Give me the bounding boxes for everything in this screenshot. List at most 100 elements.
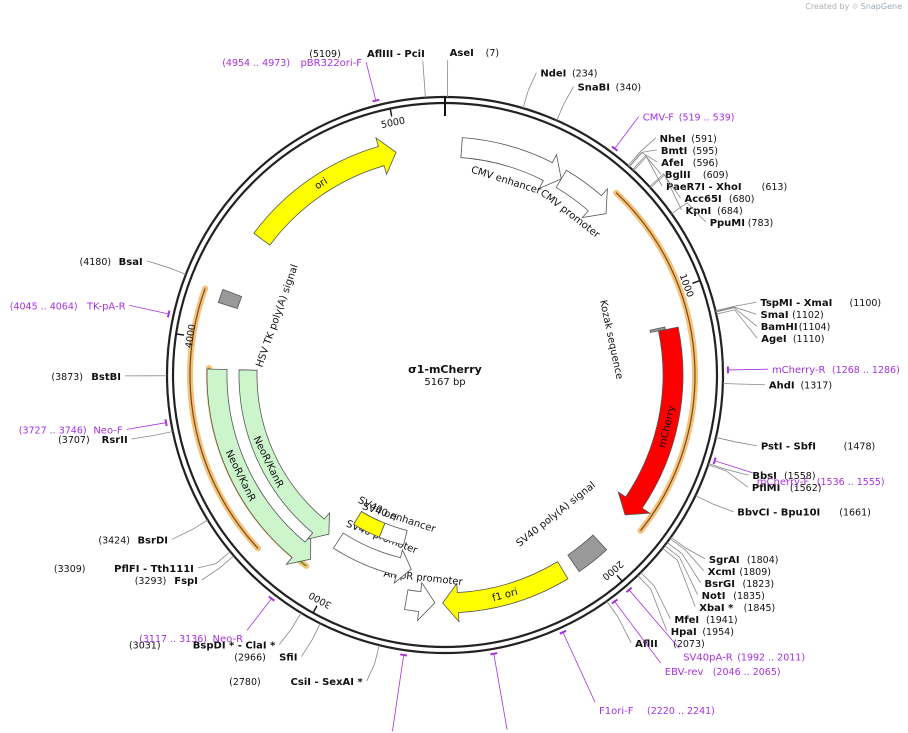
site-leader bbox=[279, 612, 302, 645]
primer-leader bbox=[628, 589, 680, 649]
scale-tick bbox=[692, 279, 701, 284]
site-name: SmaI bbox=[761, 310, 789, 321]
restriction-site: AflII(2073) bbox=[635, 639, 705, 650]
primer: Neo-R (3117 .. 3136) bbox=[139, 634, 243, 645]
restriction-site: SnaBI(340) bbox=[578, 83, 642, 94]
site-position: (3424) bbox=[98, 535, 130, 546]
site-name: FspI bbox=[174, 576, 198, 587]
primer: mCherry-F(1536 .. 1555) bbox=[757, 477, 885, 488]
primer-position: (4954 .. 4973) bbox=[222, 58, 290, 69]
restriction-site: AhdI(1317) bbox=[769, 381, 832, 392]
site-position: (3293) bbox=[135, 576, 167, 587]
restriction-site: SmaI(1102) bbox=[761, 310, 824, 321]
restriction-site: XbaI *(1845) bbox=[699, 603, 775, 614]
site-leader bbox=[301, 623, 321, 657]
primer-leader bbox=[493, 653, 508, 730]
site-name: AflIII - PciI bbox=[367, 49, 425, 60]
feature-arrow bbox=[206, 368, 312, 565]
site-position: (1558) bbox=[784, 471, 816, 482]
restriction-site: BamHI(1104) bbox=[761, 322, 831, 333]
site-position: (3873) bbox=[51, 372, 83, 383]
scale-tick-label: 5000 bbox=[380, 115, 406, 131]
site-name: Acc65I bbox=[684, 194, 721, 205]
site-name: AgeI bbox=[761, 334, 786, 345]
primer-position: (3727 .. 3746) bbox=[19, 425, 87, 436]
feature-arrow bbox=[253, 136, 397, 246]
restriction-site: NotI(1835) bbox=[702, 591, 765, 602]
primer-leader bbox=[126, 422, 167, 430]
primer-position: (3117 .. 3136) bbox=[139, 634, 207, 645]
primer-position: (2046 .. 2065) bbox=[713, 667, 781, 678]
primer-layer: pBR322ori-F(4954 .. 4973)CMV-F(519 .. 53… bbox=[10, 58, 900, 732]
primer-leader bbox=[365, 61, 377, 101]
primer-name: Neo-R bbox=[213, 634, 244, 645]
site-position: (609) bbox=[703, 170, 729, 181]
restriction-site: MfeI(1941) bbox=[674, 615, 737, 626]
site-position: (2073) bbox=[673, 639, 705, 650]
site-leader bbox=[637, 575, 668, 631]
scale-tick bbox=[389, 108, 393, 117]
site-name: BbsI bbox=[752, 471, 776, 482]
restriction-site: XcmI(1809) bbox=[708, 567, 771, 578]
site-name: BsaI bbox=[119, 257, 143, 268]
site-position: (5109) bbox=[309, 49, 341, 60]
restriction-site: SfiI(2966) bbox=[234, 653, 297, 664]
restriction-site: PflFI - Tth111I(3309) bbox=[54, 564, 194, 575]
site-position: (1104) bbox=[799, 322, 831, 333]
primer-position: (4045 .. 4064) bbox=[10, 301, 78, 312]
scale-tick bbox=[616, 574, 623, 582]
site-position: (1100) bbox=[850, 298, 882, 309]
site-position: (2780) bbox=[229, 677, 261, 688]
primer-leader bbox=[714, 460, 753, 474]
site-leader bbox=[522, 72, 537, 109]
primer-marker bbox=[712, 457, 717, 465]
primer-marker bbox=[268, 595, 275, 602]
restriction-site: AfeI(596) bbox=[661, 158, 718, 169]
site-leader bbox=[708, 463, 749, 476]
site-name: TspMI - XmaI bbox=[760, 298, 832, 309]
site-name: PstI - SbfI bbox=[761, 442, 816, 453]
feature-arrow bbox=[404, 581, 436, 622]
restriction-site: PflMI(1562) bbox=[752, 483, 822, 494]
primer-position: (1536 .. 1555) bbox=[817, 477, 885, 488]
site-leader bbox=[669, 538, 705, 572]
site-name: AseI bbox=[450, 48, 474, 59]
primer-name: pBR322ori-F bbox=[300, 58, 362, 69]
primer: Neo-F(3727 .. 3746) bbox=[19, 425, 123, 436]
restriction-site: BsrDI(3424) bbox=[98, 535, 168, 546]
restriction-site-layer: NdeI(234)SnaBI(340)NheI(591)BmtI(595)Afe… bbox=[51, 48, 881, 688]
restriction-site: AseI(7) bbox=[450, 48, 499, 59]
site-leader bbox=[695, 495, 734, 513]
site-position: (1804) bbox=[747, 555, 779, 566]
site-leader bbox=[715, 301, 757, 312]
site-leader bbox=[671, 202, 706, 223]
site-leader bbox=[422, 60, 426, 98]
site-position: (680) bbox=[729, 194, 755, 205]
primer-name: SV40pA-R bbox=[683, 652, 732, 663]
restriction-site: CsiI - SexAI *(2780) bbox=[229, 677, 363, 688]
site-leader bbox=[131, 431, 173, 440]
site-name: NheI bbox=[660, 134, 686, 145]
site-leader bbox=[707, 464, 749, 488]
feature-label: SV40 poly(A) signal bbox=[515, 480, 598, 549]
primer-leader bbox=[614, 601, 662, 664]
site-name: NotI bbox=[702, 591, 726, 602]
restriction-site: PpuMI(783) bbox=[710, 218, 774, 229]
restriction-site: BbvCI - Bpu10I(1661) bbox=[737, 508, 871, 519]
site-position: (1110) bbox=[793, 334, 825, 345]
primer-name: F1ori-F bbox=[599, 706, 634, 717]
restriction-site: SgrAI(1804) bbox=[709, 555, 779, 566]
site-name: MfeI bbox=[674, 615, 699, 626]
primer: TK-pA-R(4045 .. 4064) bbox=[10, 301, 126, 312]
restriction-site: PaeR7I - XhoI(613) bbox=[666, 182, 787, 193]
restriction-site: BglII(609) bbox=[665, 170, 729, 181]
orf-line bbox=[615, 192, 696, 532]
site-name: XcmI bbox=[708, 567, 736, 578]
restriction-site: BstBI(3873) bbox=[51, 372, 121, 383]
feature-arrow bbox=[649, 326, 666, 333]
site-leader bbox=[171, 519, 209, 540]
restriction-site: BmtI(595) bbox=[661, 146, 718, 157]
plasmid-backbone bbox=[165, 95, 725, 655]
restriction-site: TspMI - XmaI (1100) bbox=[760, 298, 881, 309]
orf-line bbox=[189, 288, 259, 549]
